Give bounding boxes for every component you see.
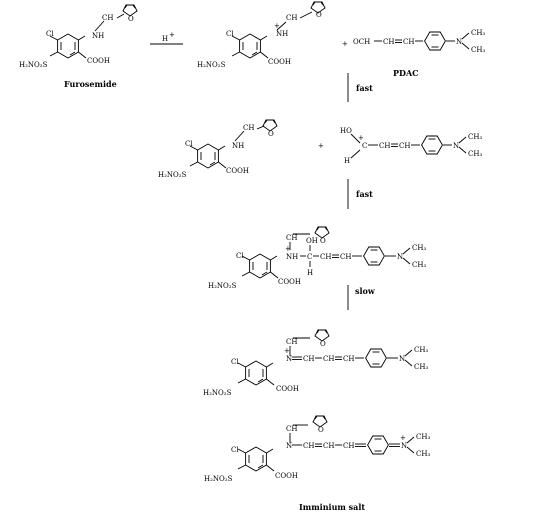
sulfonamide-label: H₂NO₂S (158, 171, 187, 179)
ch3-label: CH₃ (471, 29, 485, 37)
iminium-n-label: N (401, 442, 407, 450)
cl-label: Cl (185, 140, 193, 148)
furan-o-label: O (318, 426, 324, 434)
oh-label: OH (306, 237, 318, 245)
iminium-charge: + (400, 434, 406, 442)
cooh-label: COOH (276, 385, 299, 393)
acid-charge: + (169, 31, 175, 39)
sulfonamide-label: H₂NO₂S (208, 282, 237, 290)
furan-o-label: O (316, 11, 322, 19)
ch2-label: CH (243, 124, 254, 132)
protonated-furosemide-structure: + NH CH Cl H₂NO₂S COOH O (197, 1, 326, 69)
nh2-label: NH (276, 30, 288, 38)
ch2-label: CH (286, 338, 297, 346)
furan-o-label: O (128, 15, 134, 23)
plus-sign: + (342, 40, 348, 48)
plus-sign: + (318, 142, 324, 150)
ho-label: HO (340, 127, 352, 135)
ch3-label: CH₃ (468, 150, 482, 158)
n-label: N (399, 355, 405, 363)
step-arrow-3: slow (347, 285, 376, 310)
cl-label: Cl (236, 252, 244, 260)
cl-label: Cl (46, 30, 54, 38)
h-label: H (344, 157, 350, 165)
cooh-label: COOH (275, 472, 298, 480)
furan-o-label: O (320, 340, 326, 348)
cooh-label: COOH (268, 58, 291, 66)
furosemide-label: Furosemide (64, 79, 117, 89)
schiff-base-structure: CH O + N CH CH CH N CH₃ CH₃ Cl H₂NO₂S CO… (203, 329, 428, 397)
nh-charge: + (285, 245, 291, 253)
furan-o-label: O (320, 237, 326, 245)
cooh-label: COOH (278, 278, 301, 286)
n-charge: + (284, 347, 290, 355)
ch3-label: CH₃ (471, 46, 485, 54)
ch3-label: CH₃ (412, 261, 426, 269)
h-label: H (307, 269, 313, 277)
ch-label: CH (340, 253, 351, 261)
ch-label: CH (343, 355, 354, 363)
iminium-salt-label: Imminium salt (299, 502, 365, 512)
sulfonamide-label: H₂NO₂S (204, 475, 233, 483)
ch3-label: CH₃ (412, 244, 426, 252)
pdac-structure: OCH CH CH N CH₃ CH₃ (353, 29, 485, 54)
ch3-label: CH₃ (416, 450, 430, 458)
step-arrow-2: fast (347, 179, 373, 209)
carbocation-charge: + (358, 134, 364, 142)
step-label-1: fast (356, 83, 373, 93)
sulfonamide-label: H₂NO₂S (19, 61, 48, 69)
carbocation-c-label: C (362, 142, 367, 150)
nh2-charge: + (274, 22, 280, 30)
ch-label: CH (303, 355, 314, 363)
cooh-label: COOH (226, 167, 249, 175)
furosemide-structure-2: NH CH Cl H₂NO₂S COOH O (158, 119, 278, 179)
sulfonamide-label: H₂NO₂S (197, 61, 226, 69)
cooh-label: COOH (87, 57, 110, 65)
ch-label: CH (379, 142, 390, 150)
ch-label: CH (303, 442, 314, 450)
ch3-label: CH₃ (414, 346, 428, 354)
nh-label: NH (92, 32, 104, 40)
sulfonamide-label: H₂NO₂S (203, 389, 232, 397)
carbocation-structure: HO + C H CH CH N CH₃ CH₃ (340, 127, 482, 165)
ch-label: CH (399, 142, 410, 150)
iminium-salt-structure: CH O N CH CH CH + N CH₃ CH₃ Cl H₂NO₂S CO… (204, 415, 430, 483)
ch3-label: CH₃ (416, 433, 430, 441)
ch2-label: CH (286, 234, 297, 242)
n-label: N (397, 253, 403, 261)
n-label: N (456, 38, 462, 46)
nh-label: NH (232, 142, 244, 150)
ch2-label: CH (102, 14, 113, 22)
ch-label: CH (323, 355, 334, 363)
ch-label: CH (343, 442, 354, 450)
och-label: OCH (353, 38, 370, 46)
ch2-label: CH (286, 425, 297, 433)
ch-label: CH (383, 38, 394, 46)
nh-label: NH (286, 253, 298, 261)
step-label-3: slow (355, 286, 376, 296)
cl-label: Cl (231, 358, 239, 366)
ch2-label: CH (286, 14, 297, 22)
pdac-label: PDAC (393, 68, 419, 78)
ch-label: CH (403, 38, 414, 46)
step-arrow-1: fast (347, 73, 373, 102)
c-label: C (307, 253, 312, 261)
ch3-label: CH₃ (468, 133, 482, 141)
cl-label: Cl (226, 30, 234, 38)
furosemide-structure: NH CH Cl H₂NO₂S COOH O (19, 4, 138, 69)
ch-label: CH (323, 442, 334, 450)
n-label: N (453, 142, 459, 150)
step-label-2: fast (356, 189, 373, 199)
n-label: N (286, 355, 292, 363)
acid-catalysis-arrow: H + (150, 31, 183, 45)
furan-o-label: O (268, 130, 274, 138)
n-label: N (286, 442, 292, 450)
adduct-structure: CH O + NH C OH H CH CH N CH₃ CH₃ Cl H₂NO… (208, 226, 426, 290)
ch-label: CH (320, 253, 331, 261)
cl-label: Cl (231, 446, 239, 454)
acid-label: H (162, 35, 168, 43)
ch3-label: CH₃ (414, 363, 428, 371)
